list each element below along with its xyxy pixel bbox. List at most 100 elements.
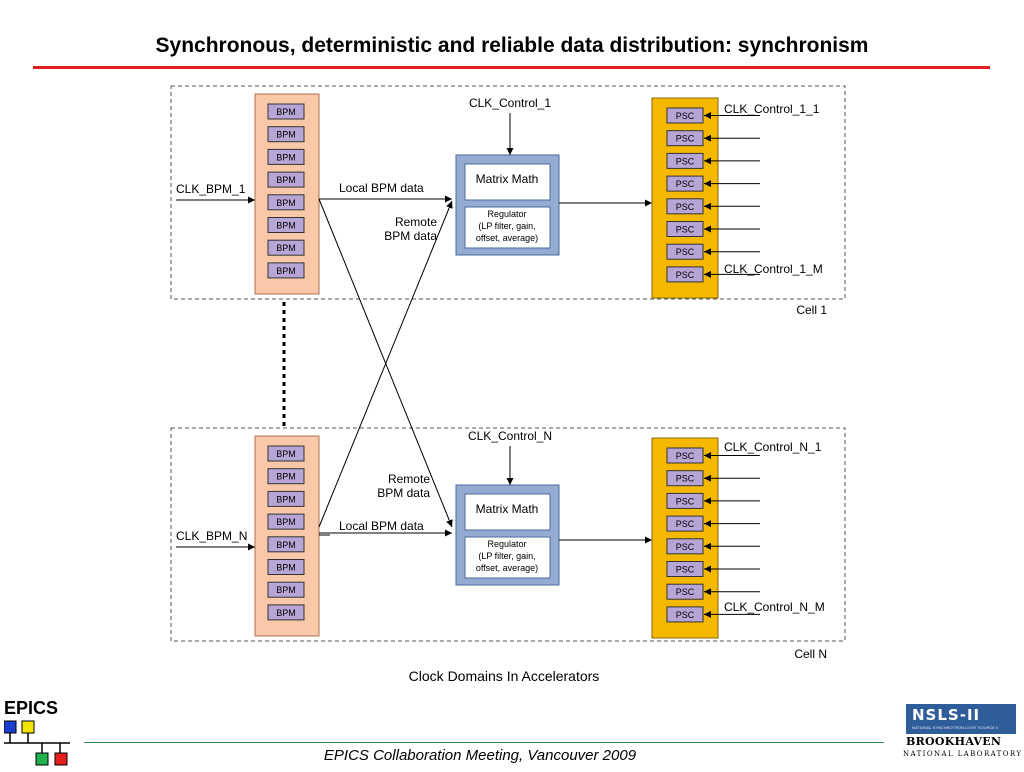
regulator-detail-2: offset, average) bbox=[476, 233, 538, 243]
bpm-module-label: BPM bbox=[276, 585, 296, 595]
psc-module-label: PSC bbox=[676, 111, 695, 121]
bpm-module bbox=[267, 445, 305, 462]
remote-bpm-data-label-1: Remote bbox=[388, 472, 430, 486]
psc-module bbox=[666, 606, 704, 623]
psc-first-clock-label: CLK_Control_1_1 bbox=[724, 102, 820, 116]
psc-module-label: PSC bbox=[676, 451, 695, 461]
bpm-module-label: BPM bbox=[276, 494, 296, 504]
cell-label: Cell N bbox=[794, 647, 827, 661]
bpm-module-label: BPM bbox=[276, 608, 296, 618]
bpm-module-label: BPM bbox=[276, 449, 296, 459]
psc-last-clock-label: CLK_Control_N_M bbox=[724, 600, 825, 614]
psc-last-clock-label: CLK_Control_1_M bbox=[724, 262, 823, 276]
bpm-module-label: BPM bbox=[276, 198, 296, 208]
cell-boundary bbox=[170, 85, 846, 300]
nsls2-logo-subtext: NATIONAL SYNCHROTRON LIGHT SOURCE II bbox=[912, 725, 999, 730]
brookhaven-logo-text: BROOKHAVEN bbox=[906, 735, 1002, 748]
psc-module-label: PSC bbox=[676, 565, 695, 575]
nsls2-logo: NSLS-II NATIONAL SYNCHROTRON LIGHT SOURC… bbox=[906, 704, 1016, 734]
psc-module bbox=[666, 470, 704, 487]
psc-module-label: PSC bbox=[676, 610, 695, 620]
psc-module bbox=[666, 492, 704, 509]
remote-bpm-data-label-1: Remote bbox=[395, 215, 437, 229]
slide-title: Synchronous, deterministic and reliable … bbox=[155, 34, 869, 57]
bpm-module bbox=[267, 126, 305, 143]
cell-label: Cell 1 bbox=[796, 303, 827, 317]
regulator-box bbox=[464, 536, 551, 579]
psc-module-label: PSC bbox=[676, 270, 695, 280]
control-clock-label: CLK_Control_N bbox=[468, 429, 552, 443]
regulator-label: Regulator bbox=[487, 209, 526, 219]
psc-module-label: PSC bbox=[676, 542, 695, 552]
bpm-module bbox=[267, 194, 305, 211]
bpm-module bbox=[267, 239, 305, 256]
cell-boundary bbox=[170, 427, 846, 642]
remote-data-line-cellN-to-cell1 bbox=[318, 200, 453, 528]
remote-bpm-data-label-2: BPM data bbox=[377, 486, 430, 500]
epics-logo-text: EPICS bbox=[4, 698, 58, 718]
bpm-module-label: BPM bbox=[276, 266, 296, 276]
psc-module bbox=[666, 243, 704, 260]
bpm-module-label: BPM bbox=[276, 221, 296, 231]
remote-bpm-data-label-2: BPM data bbox=[384, 229, 437, 243]
psc-module bbox=[666, 447, 704, 464]
regulator-label: Regulator bbox=[487, 539, 526, 549]
psc-module-label: PSC bbox=[676, 179, 695, 189]
bpm-clock-label: CLK_BPM_N bbox=[176, 529, 247, 543]
bpm-module bbox=[267, 468, 305, 485]
footer-rule bbox=[84, 742, 884, 743]
psc-first-clock-label: CLK_Control_N_1 bbox=[724, 440, 822, 454]
bpm-module-label: BPM bbox=[276, 540, 296, 550]
psc-module-label: PSC bbox=[676, 496, 695, 506]
matrix-math-label: Matrix Math bbox=[476, 502, 539, 516]
bpm-module-label: BPM bbox=[276, 472, 296, 482]
psc-module bbox=[666, 538, 704, 555]
psc-module-label: PSC bbox=[676, 587, 695, 597]
psc-module-label: PSC bbox=[676, 247, 695, 257]
epics-yellow-square bbox=[21, 720, 35, 734]
psc-module bbox=[666, 107, 704, 124]
bpm-module-label: BPM bbox=[276, 152, 296, 162]
psc-module-label: PSC bbox=[676, 202, 695, 212]
bpm-module-label: BPM bbox=[276, 130, 296, 140]
matrix-math-label: Matrix Math bbox=[476, 172, 539, 186]
bpm-module-label: BPM bbox=[276, 243, 296, 253]
nsls2-logo-text: NSLS-II bbox=[912, 706, 981, 724]
local-bpm-data-label: Local BPM data bbox=[339, 519, 424, 533]
figure-caption: Clock Domains In Accelerators bbox=[409, 668, 600, 684]
psc-module-label: PSC bbox=[676, 519, 695, 529]
epics-red-square bbox=[54, 752, 68, 766]
brookhaven-logo-subtext: NATIONAL LABORATORY bbox=[903, 750, 1023, 758]
psc-module-label: PSC bbox=[676, 474, 695, 484]
epics-green-square bbox=[35, 752, 49, 766]
regulator-box bbox=[464, 206, 551, 249]
bpm-module-label: BPM bbox=[276, 563, 296, 573]
regulator-detail-2: offset, average) bbox=[476, 563, 538, 573]
footer-text: EPICS Collaboration Meeting, Vancouver 2… bbox=[323, 747, 637, 764]
bpm-module-label: BPM bbox=[276, 107, 296, 117]
matrix-math-box bbox=[464, 493, 551, 531]
psc-module bbox=[666, 561, 704, 577]
bpm-module bbox=[267, 148, 305, 165]
bpm-module-label: BPM bbox=[276, 175, 296, 185]
bpm-module bbox=[267, 171, 305, 188]
psc-module bbox=[666, 221, 704, 237]
bpm-module bbox=[267, 604, 305, 621]
psc-module bbox=[666, 515, 704, 532]
regulator-detail-1: (LP filter, gain, bbox=[478, 551, 535, 561]
psc-module-label: PSC bbox=[676, 156, 695, 166]
bpm-module bbox=[267, 262, 305, 279]
psc-module-label: PSC bbox=[676, 225, 695, 235]
bpm-module bbox=[267, 559, 305, 575]
bpm-module bbox=[267, 490, 305, 507]
matrix-math-box bbox=[464, 163, 551, 201]
bpm-module-label: BPM bbox=[276, 517, 296, 527]
psc-module bbox=[666, 198, 704, 215]
bpm-module bbox=[267, 536, 305, 553]
bpm-module bbox=[267, 513, 305, 530]
psc-module-label: PSC bbox=[676, 134, 695, 144]
epics-blue-square bbox=[3, 720, 17, 734]
psc-module bbox=[666, 152, 704, 169]
bpm-module bbox=[267, 103, 305, 120]
